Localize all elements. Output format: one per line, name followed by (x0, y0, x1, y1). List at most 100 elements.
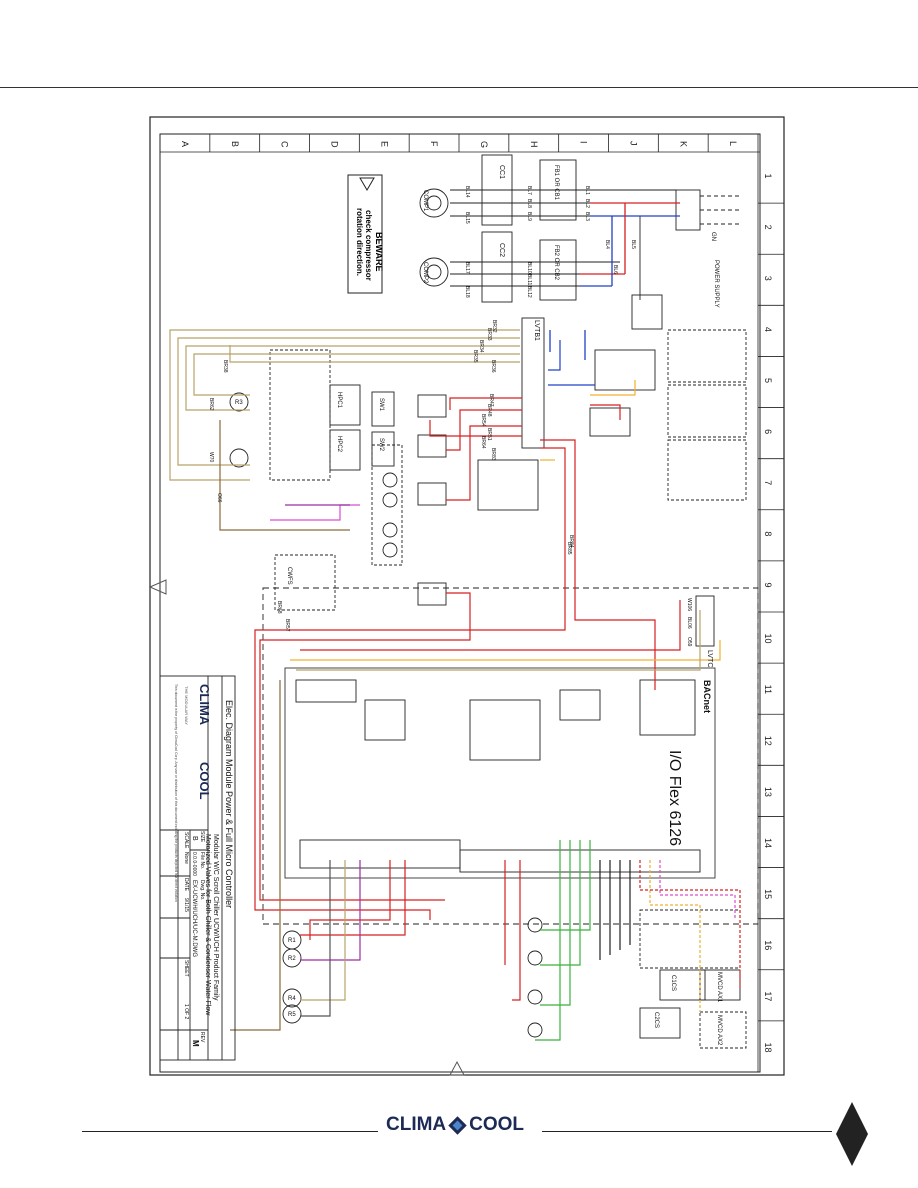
footer-rule-right (542, 1131, 832, 1132)
sheet-value: 1 OF 2 (183, 1004, 189, 1020)
title-notice: This document is the property of ClimaCo… (174, 684, 178, 902)
wire-tag: BR83 (490, 448, 496, 461)
comp1-label: COMP1 (422, 190, 428, 212)
sw2-label: SW2 (378, 438, 384, 452)
lvtc-label: LVTC (706, 650, 713, 667)
column-number: 9 (763, 582, 773, 587)
control-section (229, 317, 759, 1049)
wire-tag: BL10 (526, 262, 532, 274)
controller-name: I/O Flex 6126 (666, 750, 683, 846)
wire-tag: BL14 (464, 186, 470, 198)
wire-tag: BL18 (464, 286, 470, 298)
warning-line-2: check compressor (364, 210, 373, 281)
footer-logo: CLIMA COOL (386, 1110, 536, 1140)
column-number: 2 (763, 225, 773, 230)
wire-tag: BL9 (526, 212, 532, 221)
colored-control-wires (169, 329, 741, 1041)
dwg-value: EX-UCWH/UCH/UC-M.DWG (191, 880, 197, 957)
rev-label: REV (199, 1032, 205, 1043)
wire-tag: BR57 (284, 619, 290, 632)
wire-tag: O59 (686, 637, 692, 647)
power-section (419, 154, 747, 501)
power-supply-label: POWER SUPPLY (713, 260, 719, 308)
column-number: 3 (763, 276, 773, 281)
column-number: 13 (763, 787, 773, 797)
wire-tag: BR51 (486, 428, 492, 441)
wire-tag: BR32 (491, 320, 497, 333)
size-value: B (191, 836, 198, 841)
wire-tag: O66 (216, 493, 222, 503)
column-number: 1 (763, 174, 773, 179)
row-letter: B (230, 141, 240, 147)
left-marker-icon (148, 579, 167, 595)
sheet-label: SHEET (183, 960, 189, 977)
cc1-label: CC1 (498, 165, 505, 179)
column-number: 16 (763, 940, 773, 950)
row-letter: K (678, 141, 688, 147)
wire-tag: BL8 (526, 199, 532, 208)
row-letter: A (180, 141, 190, 147)
inner-frame (159, 133, 761, 1073)
wire-tag: BR64 (480, 436, 486, 449)
row-letter: G (479, 141, 489, 148)
column-number: 10 (763, 634, 773, 644)
header-rule (0, 87, 918, 88)
wire-tag: BR84 (568, 535, 574, 548)
wire-tag: BL7 (526, 186, 532, 195)
rev-value: M (191, 1040, 200, 1047)
wire-tag: BR33 (486, 328, 492, 341)
outer-frame (149, 116, 785, 1076)
warning-line-1: BEWARE (374, 232, 384, 272)
warning-line-3: rotation direction. (355, 208, 364, 276)
c1cs-label: C1CS (670, 975, 676, 991)
wire-tag: BR85 (566, 542, 572, 555)
footer-logo-left: CLIMA (386, 1114, 447, 1135)
wire-tag: BR35 (472, 350, 478, 363)
wire-tag: BR47 (488, 394, 494, 407)
row-letter: D (329, 141, 339, 148)
wire-tag: BL12 (526, 286, 532, 298)
bacnet-label: BACnet (702, 680, 712, 713)
wire-tag: BL2 (584, 199, 590, 208)
title-block-text: Elec. Diagram Module Power & Full Micro … (174, 684, 234, 1047)
row-letter: I (579, 141, 589, 144)
fb1-label: FB1 OR CB1 (553, 165, 559, 201)
date-value: 9/1/15 (183, 898, 189, 912)
wire-tag: W106 (686, 598, 692, 611)
title-logo-tagline: THE MODULAR WAY (184, 686, 189, 725)
file-value: 0.0.0-0000 (191, 852, 197, 876)
wire-tag: BL4 (604, 240, 610, 249)
column-number: 15 (763, 889, 773, 899)
column-number: 8 (763, 531, 773, 536)
component-labels: CC1 CC2 COMP1 COMP2 FB1 OR CB1 FB2 OR CB… (235, 165, 722, 1046)
column-number: 14 (763, 838, 773, 848)
r4-label: R4 (288, 996, 296, 1002)
column-number: 18 (763, 1042, 773, 1052)
footer-rule-left (82, 1131, 378, 1132)
title-logo-left: CLIMA (197, 684, 212, 726)
diamond-icon (448, 1115, 467, 1135)
sw1-label: SW1 (378, 398, 384, 412)
mvcd1-label: MVCD AX1 (716, 972, 722, 1003)
title-text: Elec. Diagram Module Power & Full Micro … (224, 700, 234, 908)
r1-label: R1 (288, 938, 296, 944)
wire-tag: BL15 (464, 212, 470, 224)
subtitle-2: Motorized Valves for Both Chiller & Cond… (204, 834, 211, 1016)
column-number: 11 (763, 685, 773, 694)
page-diamond-icon (836, 1102, 868, 1166)
row-letter: H (529, 141, 539, 148)
wire-tag: BR36 (490, 360, 496, 373)
scale-label: SCALE (183, 832, 189, 849)
size-label: SIZE (199, 831, 205, 843)
footer-logo-right: COOL (469, 1114, 525, 1135)
fb2-label: FB2 OR CB2 (553, 245, 559, 281)
file-label: File No. (199, 852, 205, 869)
wire-tag: BR34 (478, 340, 484, 353)
wire-tag: BL06 (686, 617, 692, 629)
wire-tag: BR38 (222, 360, 228, 373)
row-letter: C (280, 141, 290, 148)
row-letter: E (379, 141, 389, 147)
